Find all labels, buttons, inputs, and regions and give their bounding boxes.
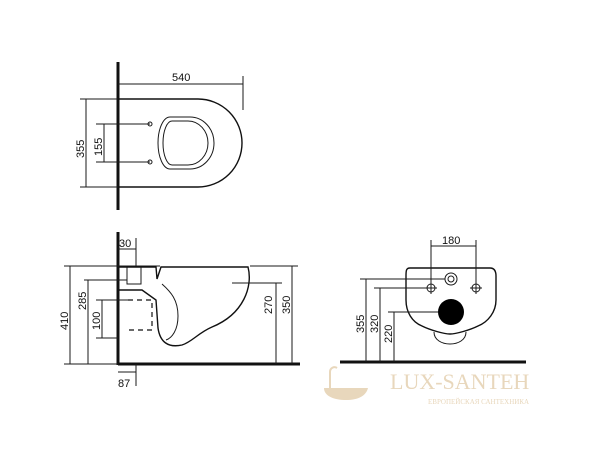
top-seat-inner <box>162 120 209 166</box>
rear-view: 180 355 320 220 <box>340 235 526 364</box>
rear-fixing-right <box>470 282 482 294</box>
rear-outlet-arc <box>433 331 467 345</box>
dim-rear-h2-label: 320 <box>369 315 381 333</box>
side-view: 30 410 285 100 270 350 87 <box>59 232 300 390</box>
bathtub-logo-icon <box>320 388 368 400</box>
top-view: 540 355 155 <box>75 62 244 210</box>
dim-outlet-label: 285 <box>77 292 89 310</box>
top-bowl-outline <box>118 98 243 188</box>
dim-bottom-label: 100 <box>91 312 103 330</box>
dim-rear-h3-label: 220 <box>383 325 395 343</box>
dim-rim-height-label: 350 <box>281 296 293 314</box>
side-bowl-inner <box>161 283 179 341</box>
dim-bowl-height-label: 270 <box>263 296 275 314</box>
dim-depth-label: 355 <box>75 140 87 158</box>
dim-offset-label: 87 <box>118 378 130 390</box>
rear-inlet-inner <box>447 275 455 283</box>
dim-pipe-label: 30 <box>119 238 131 250</box>
dim-rear-width-label: 180 <box>442 235 460 247</box>
rear-outlet-hole <box>438 299 464 325</box>
dim-total-height-label: 410 <box>59 312 71 330</box>
top-seat-outline <box>157 116 215 170</box>
side-hidden-outlet <box>128 299 153 331</box>
watermark-tagline: ЕВРОПЕЙСКАЯ САНТЕХНИКА <box>428 398 529 406</box>
watermark: LUX-SANTEH ЕВРОПЕЙСКАЯ САНТЕХНИКА <box>320 366 529 406</box>
dim-inner-label: 155 <box>93 138 105 156</box>
rear-fixing-left <box>425 282 437 294</box>
side-bowl-outline <box>118 266 250 347</box>
watermark-brand: LUX-SANTEH <box>390 369 529 394</box>
dim-width-label: 540 <box>172 72 190 84</box>
dim-rear-h1-label: 355 <box>355 315 367 333</box>
rear-inlet-ring <box>444 272 458 286</box>
side-inlet-pipe <box>126 265 142 285</box>
faucet-logo-icon <box>329 366 338 388</box>
